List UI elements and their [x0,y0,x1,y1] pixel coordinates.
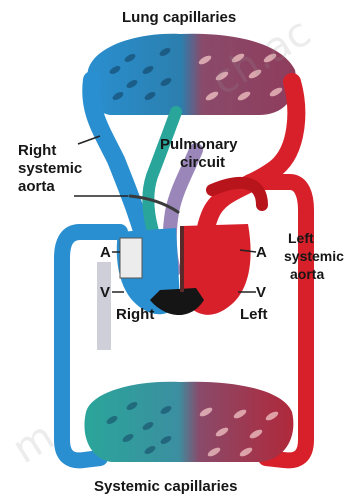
systemic-capillaries-label: Systemic capillaries [94,478,237,495]
right-systemic-aorta-label-line2: systemic [18,160,82,177]
left-systemic-aorta-label-line3: aorta [290,266,324,283]
pulmonary-circuit-label-line2: circuit [180,154,225,171]
left-systemic-aorta-label-line2: systemic [284,248,344,265]
right-side-label: Right [116,306,154,323]
heart [117,224,251,315]
left-side-label: Left [240,306,268,323]
right-systemic-aorta-label-line3: aorta [18,178,55,195]
left-ventricle-label: V [256,284,266,301]
right-atrium [120,238,142,278]
heart-chamber-divider [180,226,184,292]
right-ventricle-label: V [100,284,110,301]
right-atrium-label: A [100,244,111,261]
lung-capillaries-label: Lung capillaries [122,9,236,26]
pulmonary-circuit-label-line1: Pulmonary [160,136,238,153]
right-systemic-aorta-label-line1: Right [18,142,56,159]
left-systemic-aorta-label-line1: Left [288,230,314,247]
left-atrium-label: A [256,244,267,261]
systemic-capillary-bed [84,382,293,462]
